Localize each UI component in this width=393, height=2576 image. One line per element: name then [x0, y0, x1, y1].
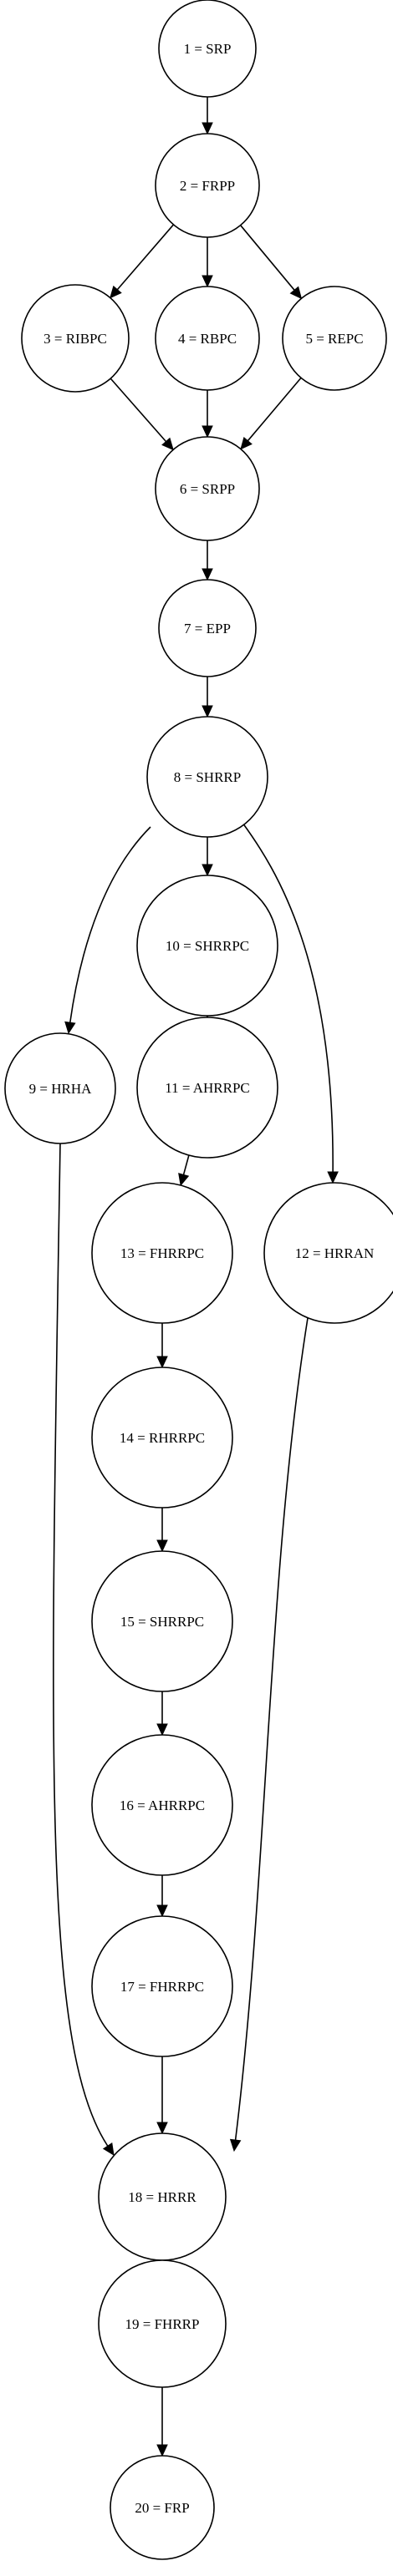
- edge-16-17-arrowhead: [156, 1904, 168, 1918]
- node-14: 14 = RHRRPC: [91, 1367, 233, 1509]
- node-2: 2 = FRPP: [155, 133, 260, 238]
- node-4: 4 = RBPC: [155, 286, 260, 391]
- node-circle: [136, 1017, 278, 1159]
- nodes-layer: 1 = SRP 2 = FRPP 3 = RIBPC 4 = RBPC 5 = REPC…: [4, 0, 393, 2560]
- edge-2-5: [239, 225, 295, 291]
- node-circle: [110, 2455, 215, 2560]
- node-6: 6 = SRPP: [155, 436, 260, 541]
- node-circle: [4, 1032, 116, 1144]
- node-label: 2 = FRPP: [180, 178, 235, 194]
- edge-17-18-arrowhead: [156, 2122, 168, 2135]
- node-label: 16 = AHRRPC: [120, 1798, 205, 1813]
- edge-6-7-arrowhead: [202, 568, 213, 581]
- edge-8-10-arrowhead: [202, 864, 213, 877]
- node-circle: [282, 286, 387, 391]
- edge-1-2-arrowhead: [202, 122, 213, 135]
- node-circle: [155, 436, 260, 541]
- edge-14-15-arrowhead: [156, 1539, 168, 1553]
- edge-19-20-arrowhead: [156, 2444, 168, 2457]
- node-15: 15 = SHRRPC: [91, 1550, 233, 1692]
- node-label: 10 = SHRRPC: [166, 938, 249, 954]
- node-10: 10 = SHRRPC: [136, 875, 278, 1017]
- node-label: 17 = FHRRPC: [120, 1979, 204, 1995]
- edge-2-3-arrowhead: [110, 285, 122, 299]
- node-13: 13 = FHRRPC: [91, 1182, 233, 1324]
- node-18: 18 = HRRR: [98, 2132, 227, 2261]
- node-label: 7 = EPP: [184, 621, 231, 636]
- node-17: 17 = FHRRPC: [91, 1915, 233, 2057]
- node-1: 1 = SRP: [158, 0, 257, 98]
- node-label: 3 = RIBPC: [43, 331, 107, 347]
- node-label: 12 = HRRAN: [295, 1245, 375, 1261]
- node-circle: [146, 716, 268, 838]
- node-circle: [91, 1550, 233, 1692]
- node-3: 3 = RIBPC: [21, 284, 130, 393]
- node-label: 15 = SHRRPC: [120, 1614, 204, 1630]
- edge-8-12-arrowhead: [327, 1171, 339, 1184]
- node-circle: [91, 1734, 233, 1876]
- node-label: 20 = FRP: [135, 2500, 189, 2516]
- edge-3-6: [110, 378, 167, 443]
- edge-2-3: [116, 224, 175, 291]
- node-11: 11 = AHRRPC: [136, 1017, 278, 1159]
- edge-13-14-arrowhead: [156, 1356, 168, 1369]
- node-label: 8 = SHRRP: [174, 769, 241, 785]
- node-label: 1 = SRP: [184, 41, 232, 57]
- edge-12-18-arrowhead: [229, 2138, 242, 2153]
- edge-7-8-arrowhead: [202, 705, 213, 718]
- node-7: 7 = EPP: [158, 579, 257, 677]
- edge-8-9-arrowhead: [64, 1021, 76, 1035]
- node-19: 19 = FHRRP: [98, 2259, 227, 2388]
- node-8: 8 = SHRRP: [146, 716, 268, 838]
- edge-4-6-arrowhead: [202, 425, 213, 439]
- node-label: 14 = RHRRPC: [120, 1430, 205, 1446]
- edge-8-12: [242, 822, 334, 1173]
- edge-15-16-arrowhead: [156, 1723, 168, 1737]
- edge-11-13-arrowhead: [178, 1173, 190, 1187]
- edge-8-9: [69, 826, 151, 1023]
- node-circle: [91, 1182, 233, 1324]
- edge-12-18: [234, 1317, 309, 2141]
- node-circle: [158, 0, 257, 98]
- node-circle: [91, 1367, 233, 1509]
- node-circle: [155, 133, 260, 238]
- node-16: 16 = AHRRPC: [91, 1734, 233, 1876]
- node-circle: [98, 2259, 227, 2388]
- node-label: 19 = FHRRP: [125, 2316, 200, 2332]
- edge-5-6-arrowhead: [240, 436, 253, 450]
- node-label: 18 = HRRR: [128, 2189, 196, 2205]
- node-circle: [21, 284, 130, 393]
- node-label: 9 = HRHA: [29, 1081, 92, 1097]
- node-circle: [263, 1182, 393, 1324]
- node-5: 5 = REPC: [282, 286, 387, 391]
- node-circle: [155, 286, 260, 391]
- node-label: 4 = RBPC: [178, 331, 237, 347]
- node-label: 11 = AHRRPC: [165, 1080, 250, 1096]
- node-label: 5 = REPC: [305, 331, 363, 347]
- edge-9-18: [53, 1143, 109, 2147]
- node-label: 6 = SRPP: [180, 481, 235, 497]
- edge-3-6-arrowhead: [161, 437, 174, 451]
- node-20: 20 = FRP: [110, 2455, 215, 2560]
- edge-2-5-arrowhead: [289, 286, 303, 300]
- edge-9-18-arrowhead: [102, 2142, 115, 2156]
- edge-2-4-arrowhead: [202, 275, 213, 288]
- node-circle: [91, 1915, 233, 2057]
- edge-11-13: [182, 1154, 190, 1175]
- edge-5-6: [247, 377, 302, 442]
- node-circle: [158, 579, 257, 677]
- node-12: 12 = HRRAN: [263, 1182, 393, 1324]
- node-9: 9 = HRHA: [4, 1032, 116, 1144]
- node-label: 13 = FHRRPC: [120, 1245, 204, 1261]
- node-circle: [136, 875, 278, 1017]
